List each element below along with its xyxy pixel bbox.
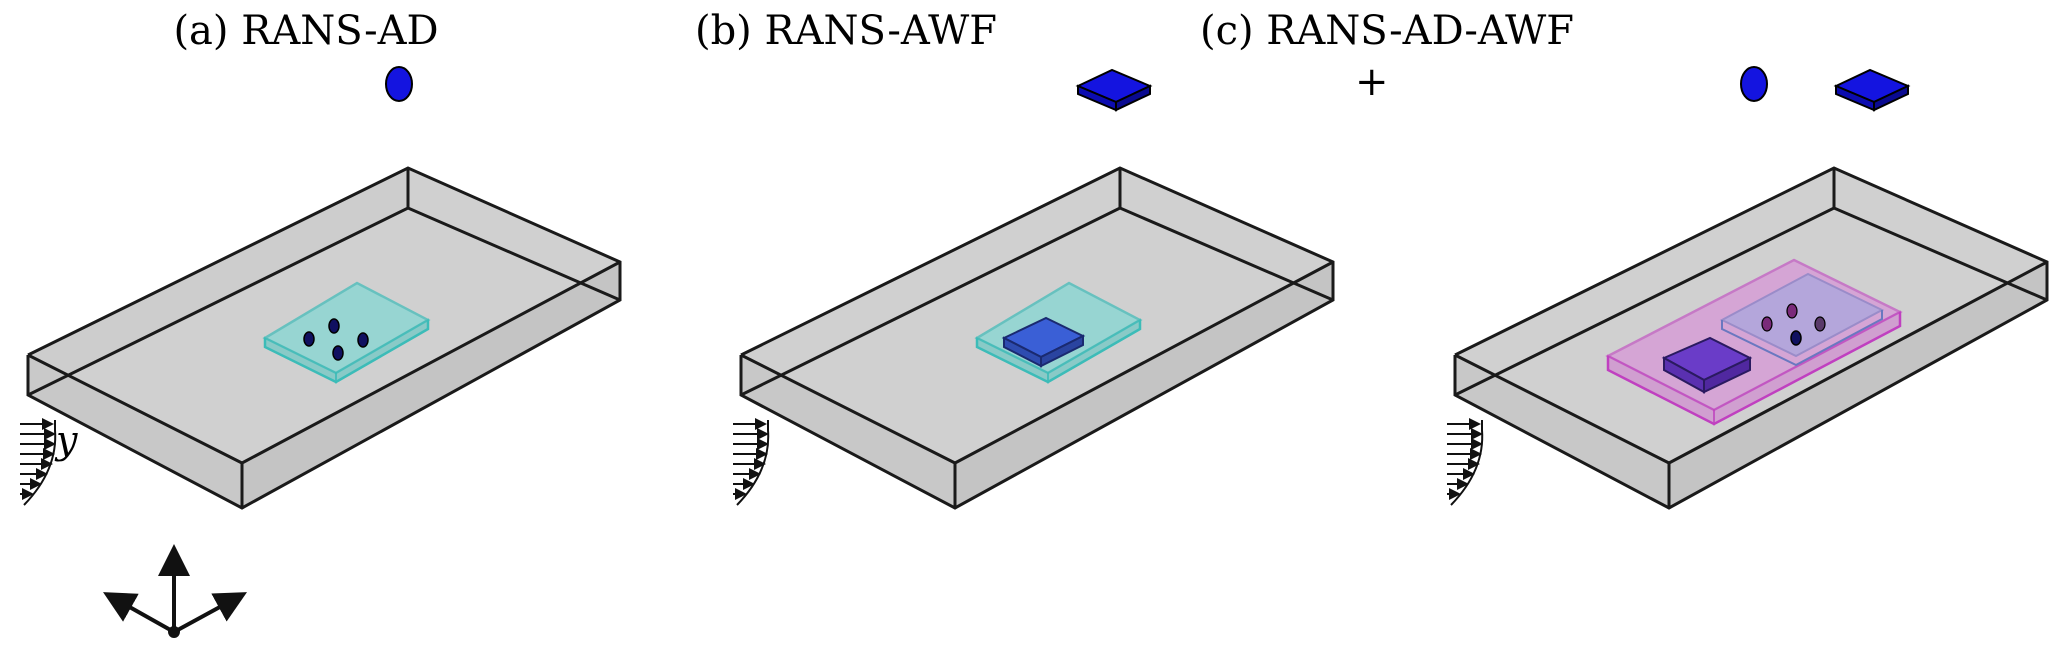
turbine-disks <box>303 318 369 361</box>
awf-box <box>1001 316 1086 368</box>
coordinate-axes <box>103 544 248 638</box>
turbine-disk <box>332 345 344 361</box>
turbine-disks <box>1761 303 1826 346</box>
legend-plus: + <box>1355 59 1389 105</box>
turbine-disk <box>303 331 315 347</box>
disk-icon <box>1740 66 1768 102</box>
turbine-disk <box>357 332 369 348</box>
wall-flux-box-icon <box>1075 68 1153 112</box>
combined-box <box>1661 336 1753 394</box>
domain-slab <box>26 166 622 510</box>
turbine-disk <box>1786 303 1798 319</box>
wall-flux-box-icon <box>1833 68 1911 112</box>
turbine-disk <box>1790 330 1802 346</box>
inflow-profile <box>20 418 57 506</box>
disk-icon <box>385 66 413 102</box>
panel-a <box>20 66 622 638</box>
ad-sub-region <box>1719 272 1885 367</box>
panel-c <box>1447 66 2049 510</box>
inflow-profile <box>733 418 770 506</box>
axis-label-y: y <box>56 418 78 462</box>
ad-refinement-region <box>262 281 431 384</box>
panel-b-title: (b) RANS-AWF <box>694 8 998 54</box>
turbine-disk <box>1761 316 1773 332</box>
panel-b <box>733 68 1335 510</box>
panel-a-title: (a) RANS-AD <box>173 8 439 54</box>
turbine-disk <box>1814 316 1826 332</box>
inflow-profile <box>1447 418 1484 506</box>
panel-c-title: (c) RANS-AD-AWF <box>1199 8 1575 54</box>
turbine-disk <box>328 318 340 334</box>
